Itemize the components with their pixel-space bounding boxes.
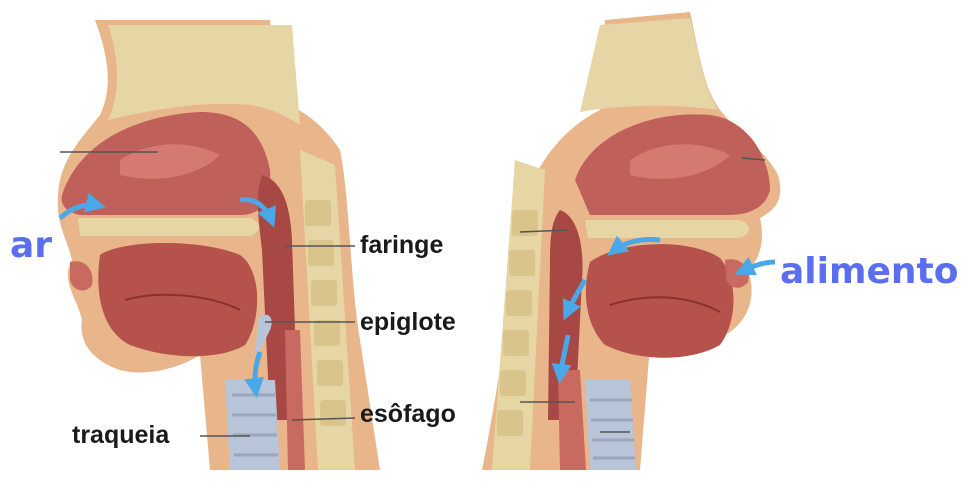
- air-label: ar: [10, 228, 52, 264]
- pharynx-label: faringe: [360, 233, 443, 258]
- epiglottis-label: epiglote: [360, 310, 456, 335]
- right-tongue: [586, 244, 734, 358]
- left-head-section: [58, 20, 380, 470]
- right-skull-bone: [580, 18, 718, 112]
- trachea-label: traqueia: [72, 423, 169, 448]
- left-tongue: [98, 243, 257, 356]
- right-head-section: [482, 12, 780, 470]
- left-palate: [78, 218, 259, 236]
- esophagus-label: esôfago: [360, 402, 456, 427]
- food-label: alimento: [780, 254, 958, 290]
